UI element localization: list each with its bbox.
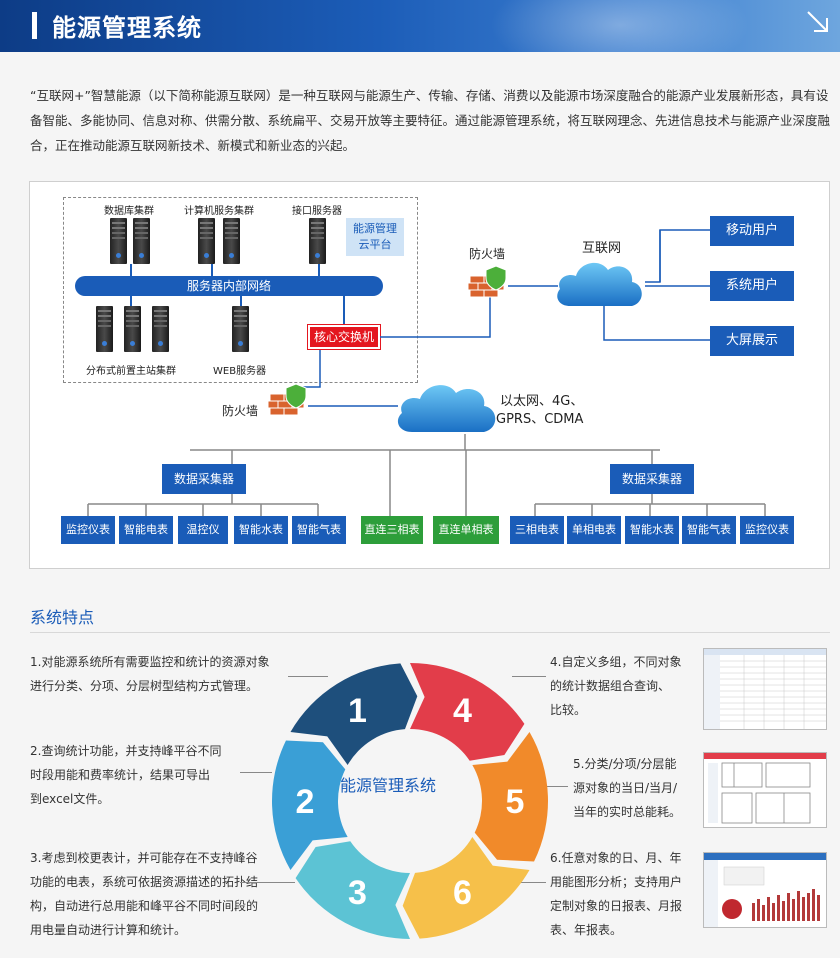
arrow-down-right-icon[interactable] [804, 8, 832, 36]
device-smart-water-meter: 智能水表 [625, 516, 679, 544]
architecture-diagram: 数据库集群 计算机服务集群 接口服务器 能源管理 云平台 服务器内部网络 分布式… [29, 181, 830, 569]
feature-2: 2.查询统计功能，并支持峰平谷不同时段用能和费率统计，结果可导出到excel文件… [30, 744, 222, 806]
system-users-box: 系统用户 [710, 271, 794, 301]
device-direct-single-phase: 直连单相表 [433, 516, 499, 544]
device-direct-three-phase: 直连三相表 [361, 516, 423, 544]
feature-5: 5.分类/分项/分层能源对象的当日/当月/当年的实时总能耗。 [573, 757, 682, 819]
network-cloud-icon [397, 385, 496, 432]
db-server-icon [133, 218, 150, 264]
firewall-top-label: 防火墙 [469, 247, 506, 261]
ring-number-3: 3 [348, 874, 367, 912]
network-type-line2: GPRS、CDMA [496, 412, 584, 427]
title-bar-accent [32, 12, 37, 39]
frontend-server-icon [152, 306, 169, 352]
data-collector-left: 数据采集器 [162, 464, 246, 494]
db-cluster-label: 数据库集群 [104, 206, 154, 217]
internal-network-bus: 服务器内部网络 [75, 276, 383, 296]
feature-6: 6.任意对象的日、月、年用能图形分析；支持用户定制对象的日报表、月报表、年报表。 [550, 851, 683, 937]
frontend-server-icon [96, 306, 113, 352]
frontend-server-icon [124, 306, 141, 352]
header-glow [490, 0, 750, 52]
page-title: 能源管理系统 [52, 14, 202, 42]
ring-number-5: 5 [506, 783, 525, 821]
features-section-title: 系统特点 [30, 608, 95, 627]
ring-segment-6 [402, 837, 530, 939]
frontend-cluster-label: 分布式前置主站集群 [86, 366, 176, 377]
ring-number-6: 6 [453, 874, 472, 912]
server-room-group [63, 197, 418, 383]
device-thermostat: 温控仪 [178, 516, 228, 544]
network-type-line1: 以太网、4G、 [500, 394, 584, 409]
core-switch: 核心交换机 [307, 324, 381, 350]
device-smart-electric-meter: 智能电表 [119, 516, 173, 544]
device-smart-gas-meter: 智能气表 [682, 516, 736, 544]
ring-number-4: 4 [453, 692, 472, 730]
compute-cluster-label: 计算机服务集群 [184, 206, 254, 217]
ring-center-label: 能源管理系统 [340, 776, 437, 795]
device-smart-water-meter: 智能水表 [234, 516, 288, 544]
device-monitor-meter: 监控仪表 [61, 516, 115, 544]
ring-segment-1 [290, 663, 418, 765]
data-collector-right: 数据采集器 [610, 464, 694, 494]
interface-server-icon [309, 218, 326, 264]
network-connectors [87, 229, 766, 516]
big-screen-box: 大屏展示 [710, 326, 794, 356]
db-server-icon [110, 218, 127, 264]
internet-label: 互联网 [582, 241, 622, 256]
ring-segment-2 [272, 740, 348, 870]
mobile-users-box: 移动用户 [710, 216, 794, 246]
ring-number-2: 2 [296, 783, 315, 821]
device-monitor-meter: 监控仪表 [740, 516, 794, 544]
firewall-icon [468, 265, 507, 298]
table-screenshot-thumbnail [703, 648, 827, 730]
feature-3: 3.考虑到校更表计，并可能存在不支持峰谷功能的电表，系统可依据资源描述的拓扑结构… [30, 851, 259, 937]
connector-line [540, 786, 568, 787]
chart-screenshot-thumbnail [703, 852, 827, 928]
interface-server-label: 接口服务器 [292, 206, 342, 217]
connector-line [240, 882, 295, 883]
device-three-phase-meter: 三相电表 [510, 516, 564, 544]
compute-server-icon [198, 218, 215, 264]
intro-paragraph: “互联网+”智慧能源（以下简称能源互联网）是一种互联网与能源生产、传输、存储、消… [30, 88, 831, 153]
firewall-icon [268, 383, 307, 416]
ring-segment-4 [410, 663, 525, 761]
connector-line [512, 676, 546, 677]
connector-line [288, 676, 328, 677]
device-smart-gas-meter: 智能气表 [292, 516, 346, 544]
ring-segment-3 [295, 841, 410, 939]
header-banner: 能源管理系统 [0, 0, 840, 52]
features-ring: 1 4 5 6 3 2 [272, 663, 548, 939]
feature-1: 1.对能源系统所有需要监控和统计的资源对象进行分类、分项、分层树型结构方式管理。 [30, 655, 270, 693]
compute-server-icon [223, 218, 240, 264]
floorplan-screenshot-thumbnail [703, 752, 827, 828]
web-server-icon [232, 306, 249, 352]
feature-4: 4.自定义多组，不同对象的统计数据组合查询、比较。 [550, 655, 682, 717]
firewall-bottom-label: 防火墙 [222, 404, 259, 418]
internet-cloud-icon [557, 262, 642, 306]
connector-line [240, 772, 272, 773]
energy-cloud-platform: 能源管理 云平台 [346, 218, 404, 256]
device-single-phase-meter: 单相电表 [567, 516, 621, 544]
ring-segment-5 [472, 732, 548, 862]
ring-number-1: 1 [348, 692, 367, 730]
web-server-label: WEB服务器 [213, 366, 267, 377]
section-divider [30, 632, 830, 633]
connector-line [510, 882, 546, 883]
